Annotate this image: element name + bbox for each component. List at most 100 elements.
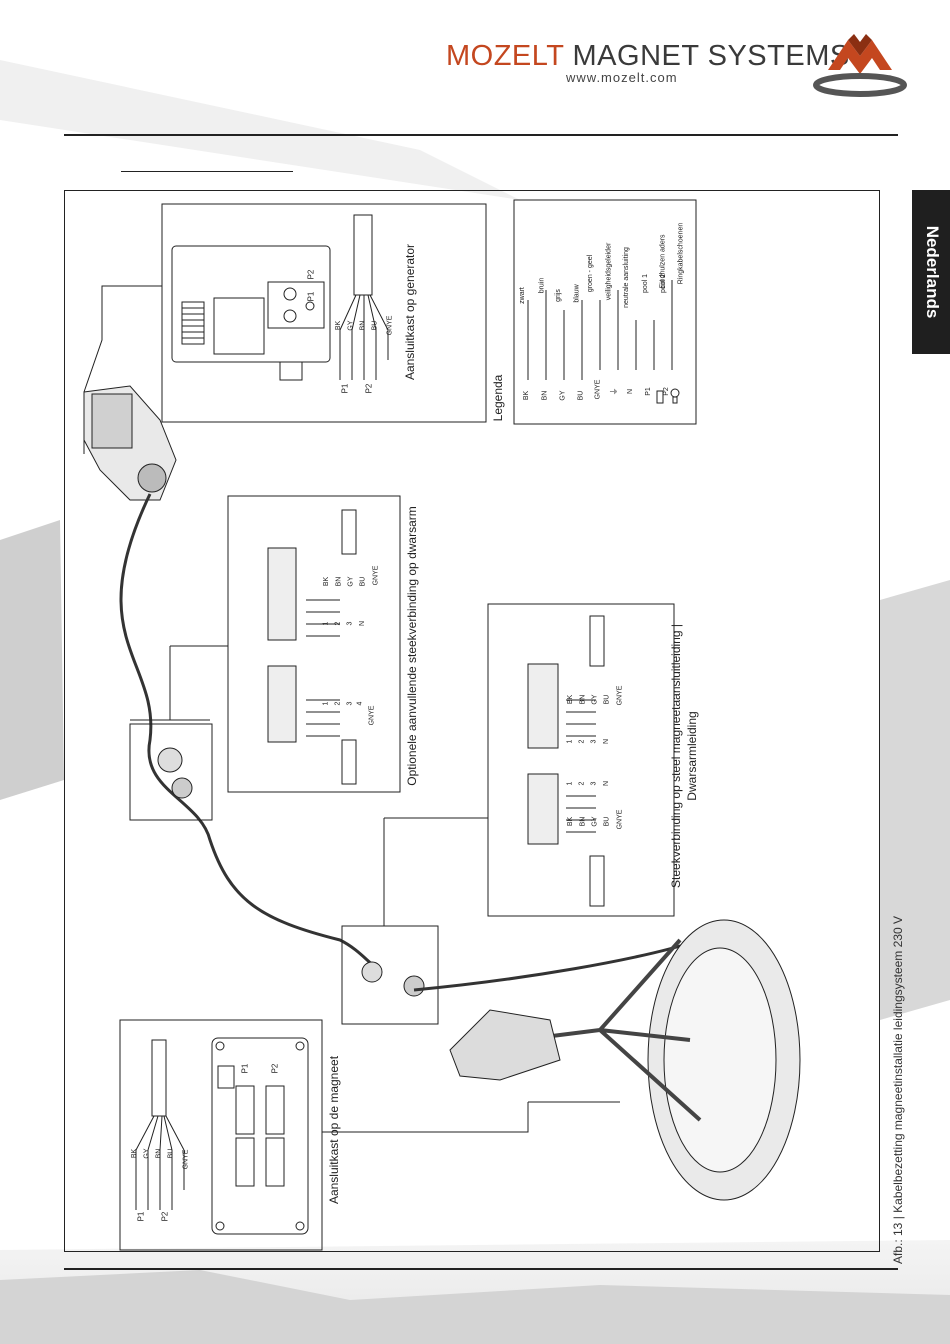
optional-right-3: 3 (346, 621, 354, 626)
optional-code-gy: GY (347, 576, 355, 587)
magnet-terminal-p2: P2 (270, 1063, 280, 1074)
legend-code-bu: BU (577, 390, 585, 401)
plug-left-gnye: GNYE (616, 809, 624, 830)
generator-wire-bu: BU (371, 320, 379, 331)
brand-word-magnet-systems: MAGNET SYSTEMS (572, 40, 850, 72)
plug-right-bn: BN (579, 694, 587, 705)
plug-right-gy: GY (591, 694, 599, 705)
plug-right-bu: BU (603, 694, 611, 705)
title-underline (121, 171, 293, 172)
optional-right-2: 2 (334, 621, 342, 626)
plug-right-2: 2 (578, 739, 586, 744)
language-tab[interactable]: Nederlands (912, 190, 950, 354)
generator-box-border (161, 203, 487, 423)
magnet-box-border (119, 1019, 323, 1251)
plug-right-bk: BK (567, 694, 575, 705)
website-url[interactable]: www.mozelt.com (566, 70, 678, 85)
plug-right-1: 1 (566, 739, 574, 744)
optional-plug-lower (267, 665, 297, 743)
legend-code-p1: P1 (644, 387, 652, 396)
magnet-crossarm (449, 1009, 561, 1081)
generator-junction-box (171, 245, 331, 363)
optional-right-1: 1 (322, 621, 330, 626)
legend-code-bk: BK (523, 390, 531, 401)
magnet-wire-gnye: GNYE (182, 1149, 190, 1170)
plug-photo-box-2 (341, 925, 439, 1025)
optional-code-bu: BU (359, 576, 367, 587)
legend-desc-gnye: groen - geel (587, 254, 595, 293)
optional-code-bk: BK (323, 576, 331, 587)
generator-wire-gy: GY (347, 320, 355, 331)
magnet-wire-bk: BK (131, 1148, 139, 1159)
ring-lug-icon (670, 388, 680, 404)
plug-lower (527, 773, 559, 845)
plug-box-title-2: Dwarsarmleiding (685, 711, 699, 801)
generator-gland (279, 361, 303, 381)
plug-photo-box-1 (129, 723, 213, 821)
mozelt-logo-icon (813, 34, 907, 97)
generator-terminal-p2: P2 (306, 269, 316, 280)
legend-code-gnye: GNYE (594, 379, 602, 400)
magnet-terminal-p1: P1 (240, 1063, 250, 1074)
brand-name: MOZELT MAGNET SYSTEMS (446, 40, 850, 73)
magnet-wire-gy: GY (143, 1148, 151, 1159)
optional-box-border (227, 495, 401, 793)
legend-code-n: N (627, 388, 635, 395)
generator-vent (181, 301, 205, 345)
magnet-box-title: Aansluitkast op de magneet (327, 1055, 341, 1205)
plug-right-gnye: GNYE (616, 685, 624, 706)
plug-left-bn: BN (579, 816, 587, 827)
generator-wire-bn: BN (359, 320, 367, 331)
generator-cable (353, 214, 373, 296)
legend-code-ground: ⏚ (609, 387, 619, 396)
legend-title: Legenda (491, 374, 505, 422)
plug-left-bu: BU (603, 816, 611, 827)
legend-desc-p1: pool 1 (642, 273, 650, 294)
plug-box-title-1: Steekverbinding op steel magneetaansluit… (669, 624, 683, 888)
plug-upper (527, 663, 559, 749)
magnet-cable (151, 1039, 167, 1117)
magnet-wire-bn: BN (155, 1148, 163, 1159)
legend-desc-ring-lugs: Ringkabelschoenen (677, 222, 685, 285)
generator-wire-gnye: GNYE (386, 315, 394, 336)
plug-left-bk: BK (567, 816, 575, 827)
plug-mid-1: 1 (566, 781, 574, 786)
header-rule (64, 134, 898, 136)
optional-code-bn: BN (335, 576, 343, 587)
diagram-frame (64, 190, 880, 1252)
legend-desc-gy: grijs (554, 289, 562, 302)
generator-box-title: Aansluitkast op generator (403, 243, 417, 381)
footer-rule (64, 1268, 898, 1270)
legend-desc-bu: blauw (573, 284, 581, 303)
legend-desc-bn: bruin (538, 277, 546, 294)
optional-left-3: 3 (346, 701, 354, 706)
legend-desc-bk: zwart (518, 287, 526, 304)
optional-left-2: 2 (334, 701, 342, 706)
plug-right-3: 3 (590, 739, 598, 744)
optional-left-1: 1 (322, 701, 330, 706)
cable-generator-to-plug (119, 493, 381, 972)
plug-mid-2: 2 (578, 781, 586, 786)
plug-right-n: N (603, 738, 611, 745)
generator-terminal-p1: P1 (306, 291, 316, 302)
plug-mid-3: 3 (590, 781, 598, 786)
magnet-pole-p1: P1 (136, 1211, 146, 1222)
legend-desc-n: neutrale aansluiting (622, 247, 630, 308)
optional-code-gnye: GNYE (372, 565, 380, 586)
optional-box-title: Optionele aanvullende steekverbinding op… (405, 506, 419, 786)
legend-code-bn: BN (541, 390, 549, 401)
magnet-junction-box (211, 1037, 309, 1235)
plug-mid-n: N (603, 780, 611, 787)
plug-left-gy: GY (591, 816, 599, 827)
generator-panel (213, 297, 265, 355)
legend-code-gy: GY (559, 390, 567, 401)
magnet-wire-bu: BU (167, 1148, 175, 1159)
optional-left-gnye: GNYE (368, 705, 376, 726)
legend-box (513, 199, 697, 425)
end-sleeve-icon (656, 390, 664, 404)
legend-desc-end-sleeves: Eindhulzen aders (659, 234, 667, 289)
plug-box-border (487, 603, 675, 917)
generator-terminal-block (267, 281, 325, 329)
